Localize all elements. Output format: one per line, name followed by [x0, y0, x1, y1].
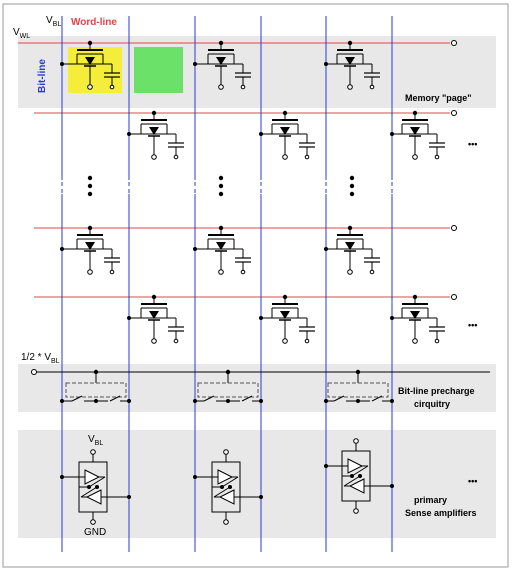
memory-cell [127, 294, 184, 344]
ellipsis-row4: ••• [468, 320, 477, 330]
sa-vbl-label: VBL [88, 434, 103, 447]
half-vbl-label: 1/2 * VBL [21, 352, 60, 365]
memory-cell [60, 40, 120, 90]
sense-amplifier-icon [324, 438, 394, 514]
word-line-label: Word-line [71, 17, 117, 28]
vertical-ellipsis-icon [218, 183, 224, 189]
ellipsis-row2: ••• [468, 139, 477, 149]
memory-cell [193, 225, 251, 275]
precharge-label-line1: Bit-line precharge [398, 386, 475, 396]
memory-cell [259, 110, 315, 160]
sense-amplifier-label-line1: primary [414, 495, 447, 505]
precharge-switch-icon [60, 369, 131, 403]
precharge-switch-icon [193, 369, 263, 403]
sense-amplifier-panel [18, 430, 496, 538]
sense-amplifiers [60, 438, 394, 525]
ellipsis-sense: ••• [468, 476, 477, 486]
memory-cell [390, 294, 445, 344]
vertical-ellipsis-icon [87, 191, 93, 197]
bit-line-label: Bit-line [37, 59, 48, 93]
word-line-terminal [451, 225, 457, 231]
vertical-ellipsis-icon [218, 175, 224, 181]
v-wl-label: VWL [13, 27, 30, 40]
memory-cell [259, 294, 315, 344]
vertical-ellipsis-icon [349, 191, 355, 197]
sense-amplifier-label-line2: Sense amplifiers [405, 508, 477, 518]
bit-lines [61, 16, 393, 552]
vertical-ellipsis-icon [349, 183, 355, 189]
word-line-terminal [451, 40, 457, 46]
vertical-ellipsis-icon [87, 183, 93, 189]
sense-amplifier-icon [193, 449, 263, 525]
memory-page-label: Memory "page" [405, 93, 472, 103]
word-line-terminal [451, 294, 457, 300]
vertical-ellipsis-icon [87, 175, 93, 181]
vertical-ellipsis-icon [349, 175, 355, 181]
sense-amplifier-icon [60, 449, 131, 525]
memory-cell [127, 110, 184, 160]
memory-cell [324, 40, 380, 90]
memory-cell [193, 40, 251, 90]
memory-cell [324, 225, 380, 275]
memory-cell [390, 110, 445, 160]
memory-cell [60, 225, 120, 275]
vertical-ellipsis-icon [218, 191, 224, 197]
v-bl-label: VBL [46, 15, 61, 28]
memory-cells [60, 40, 445, 344]
highlighted-cell-green [134, 47, 183, 93]
continuation-dots [60, 175, 394, 197]
precharge-label-line2: cirquitry [414, 399, 450, 409]
precharge-circuits [31, 369, 490, 403]
precharge-switch-icon [324, 369, 394, 403]
word-line-terminal [451, 110, 457, 116]
gnd-label: GND [84, 527, 106, 538]
